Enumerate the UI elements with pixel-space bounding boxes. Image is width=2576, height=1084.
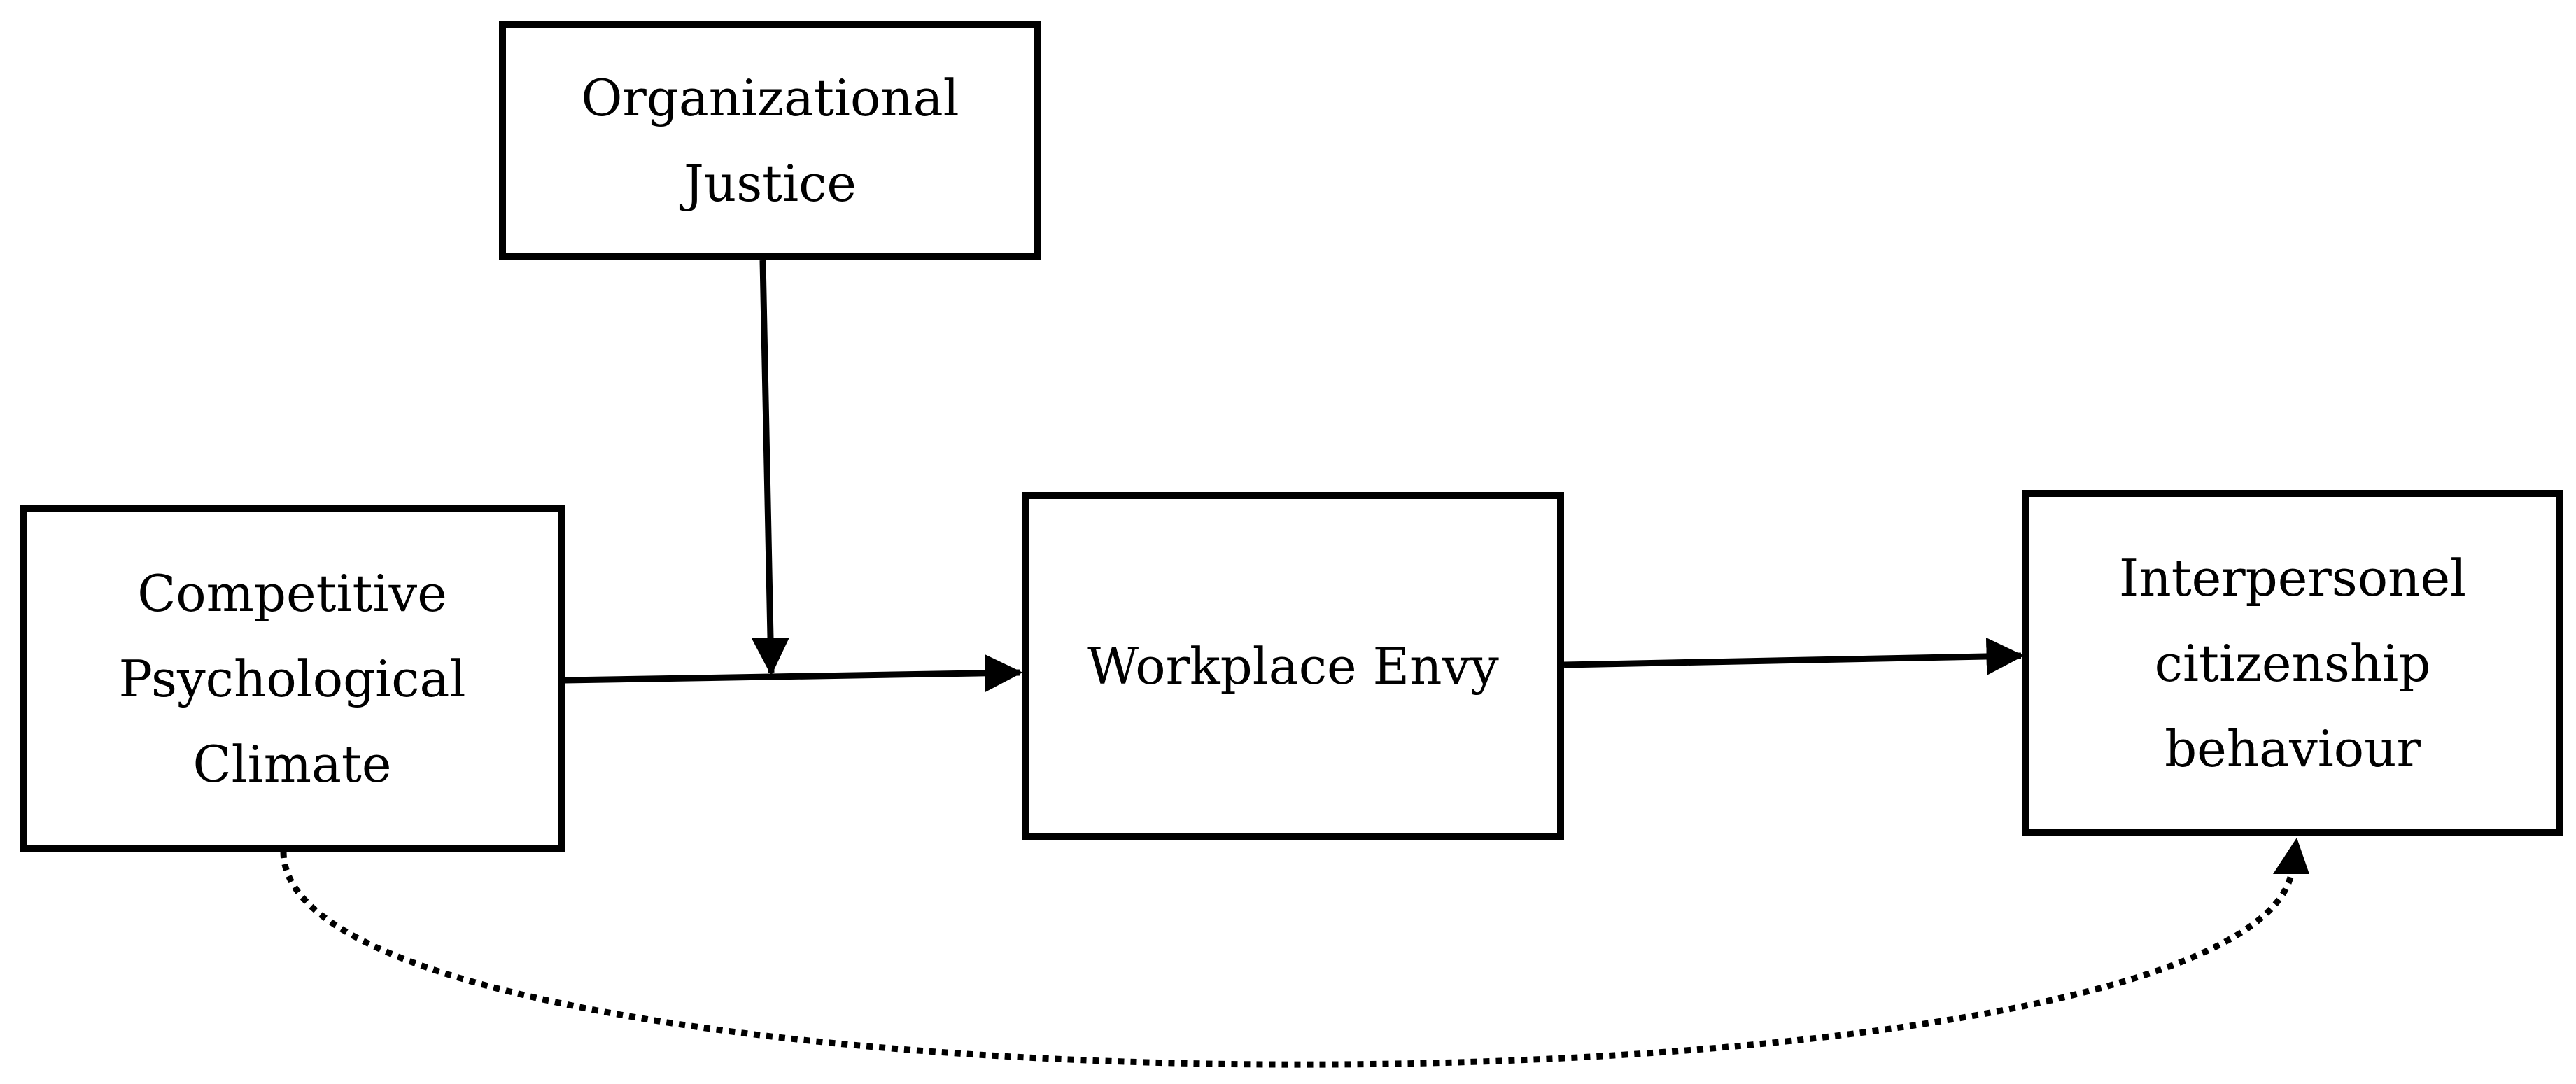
arrowhead-cpc-to-icb-dotted — [2273, 838, 2309, 874]
node-organizational-justice: Organizational Justice — [499, 21, 1041, 260]
node-label-line: Justice — [683, 154, 857, 213]
arrow-cpc-to-icb-dotted — [280, 851, 2296, 1068]
node-label-line: behaviour — [2165, 719, 2421, 778]
arrow-envy-to-icb — [1563, 637, 2025, 675]
node-label-line: citizenship — [2154, 633, 2431, 693]
node-workplace-envy: Workplace Envy — [1022, 492, 1564, 840]
node-label-line: Interpersonel — [2118, 548, 2467, 607]
arrow-cpc-to-envy — [564, 654, 1023, 692]
node-interpersonel-citizenship-behaviour: Interpersonel citizenship behaviour — [2022, 490, 2563, 836]
node-label-line: Competitive — [137, 563, 447, 623]
arrow-justice-moderation — [751, 260, 789, 676]
node-competitive-psychological-climate: Competitive Psychological Climate — [20, 505, 565, 852]
node-label-line: Organizational — [581, 69, 959, 127]
node-label-line: Psychological — [118, 649, 466, 708]
node-label-line: Workplace Envy — [1087, 636, 1499, 696]
node-label-line: Climate — [192, 734, 392, 794]
